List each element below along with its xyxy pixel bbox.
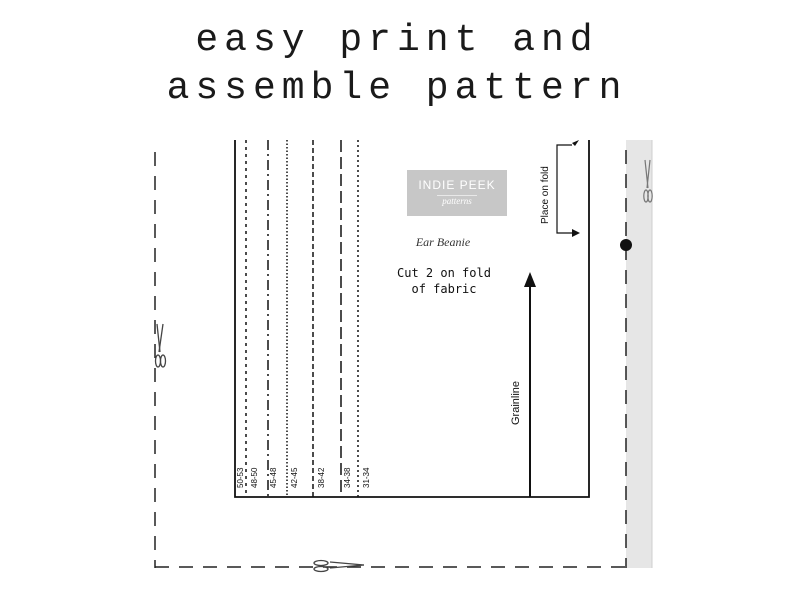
pattern-outline xyxy=(234,140,590,498)
size-label-38-42: 38-42 xyxy=(317,467,326,488)
size-label-34-38: 34-38 xyxy=(343,467,352,488)
brand-logo-name: INDIE PEEK xyxy=(418,178,496,192)
fold-bracket xyxy=(556,144,573,234)
size-label-48-50: 48-50 xyxy=(250,467,259,488)
place-on-fold-label: Place on fold xyxy=(540,166,551,224)
headline-line-1: easy print and xyxy=(195,19,599,62)
scissors-icon xyxy=(643,159,653,203)
registration-dot-icon xyxy=(620,239,632,251)
fold-bracket-arrow-bottom xyxy=(572,229,580,237)
size-label-31-34: 31-34 xyxy=(362,467,371,488)
brand-logo: INDIE PEEK patterns xyxy=(407,170,507,216)
pattern-piece-name: Ear Beanie xyxy=(415,235,471,249)
page-overlap-strip xyxy=(626,140,652,568)
brand-logo-sub: patterns xyxy=(437,195,477,206)
fold-bracket-arrow-top xyxy=(572,140,579,146)
scissors-icon xyxy=(154,323,167,368)
cut-instruction-line-1: Cut 2 on fold xyxy=(397,266,491,280)
cut-instruction-line-2: of fabric xyxy=(411,282,477,296)
scissors-icon xyxy=(313,559,365,573)
headline-line-2: assemble pattern xyxy=(166,67,628,110)
size-label-45-48: 45-48 xyxy=(269,467,278,488)
size-lines xyxy=(245,140,359,497)
size-label-42-45: 42-45 xyxy=(290,467,299,488)
cut-instruction: Cut 2 on fold of fabric xyxy=(392,265,496,297)
grainline-label: Grainline xyxy=(510,380,522,425)
grainline-arrow-head xyxy=(524,272,536,287)
size-label-50-53: 50-53 xyxy=(236,467,245,488)
